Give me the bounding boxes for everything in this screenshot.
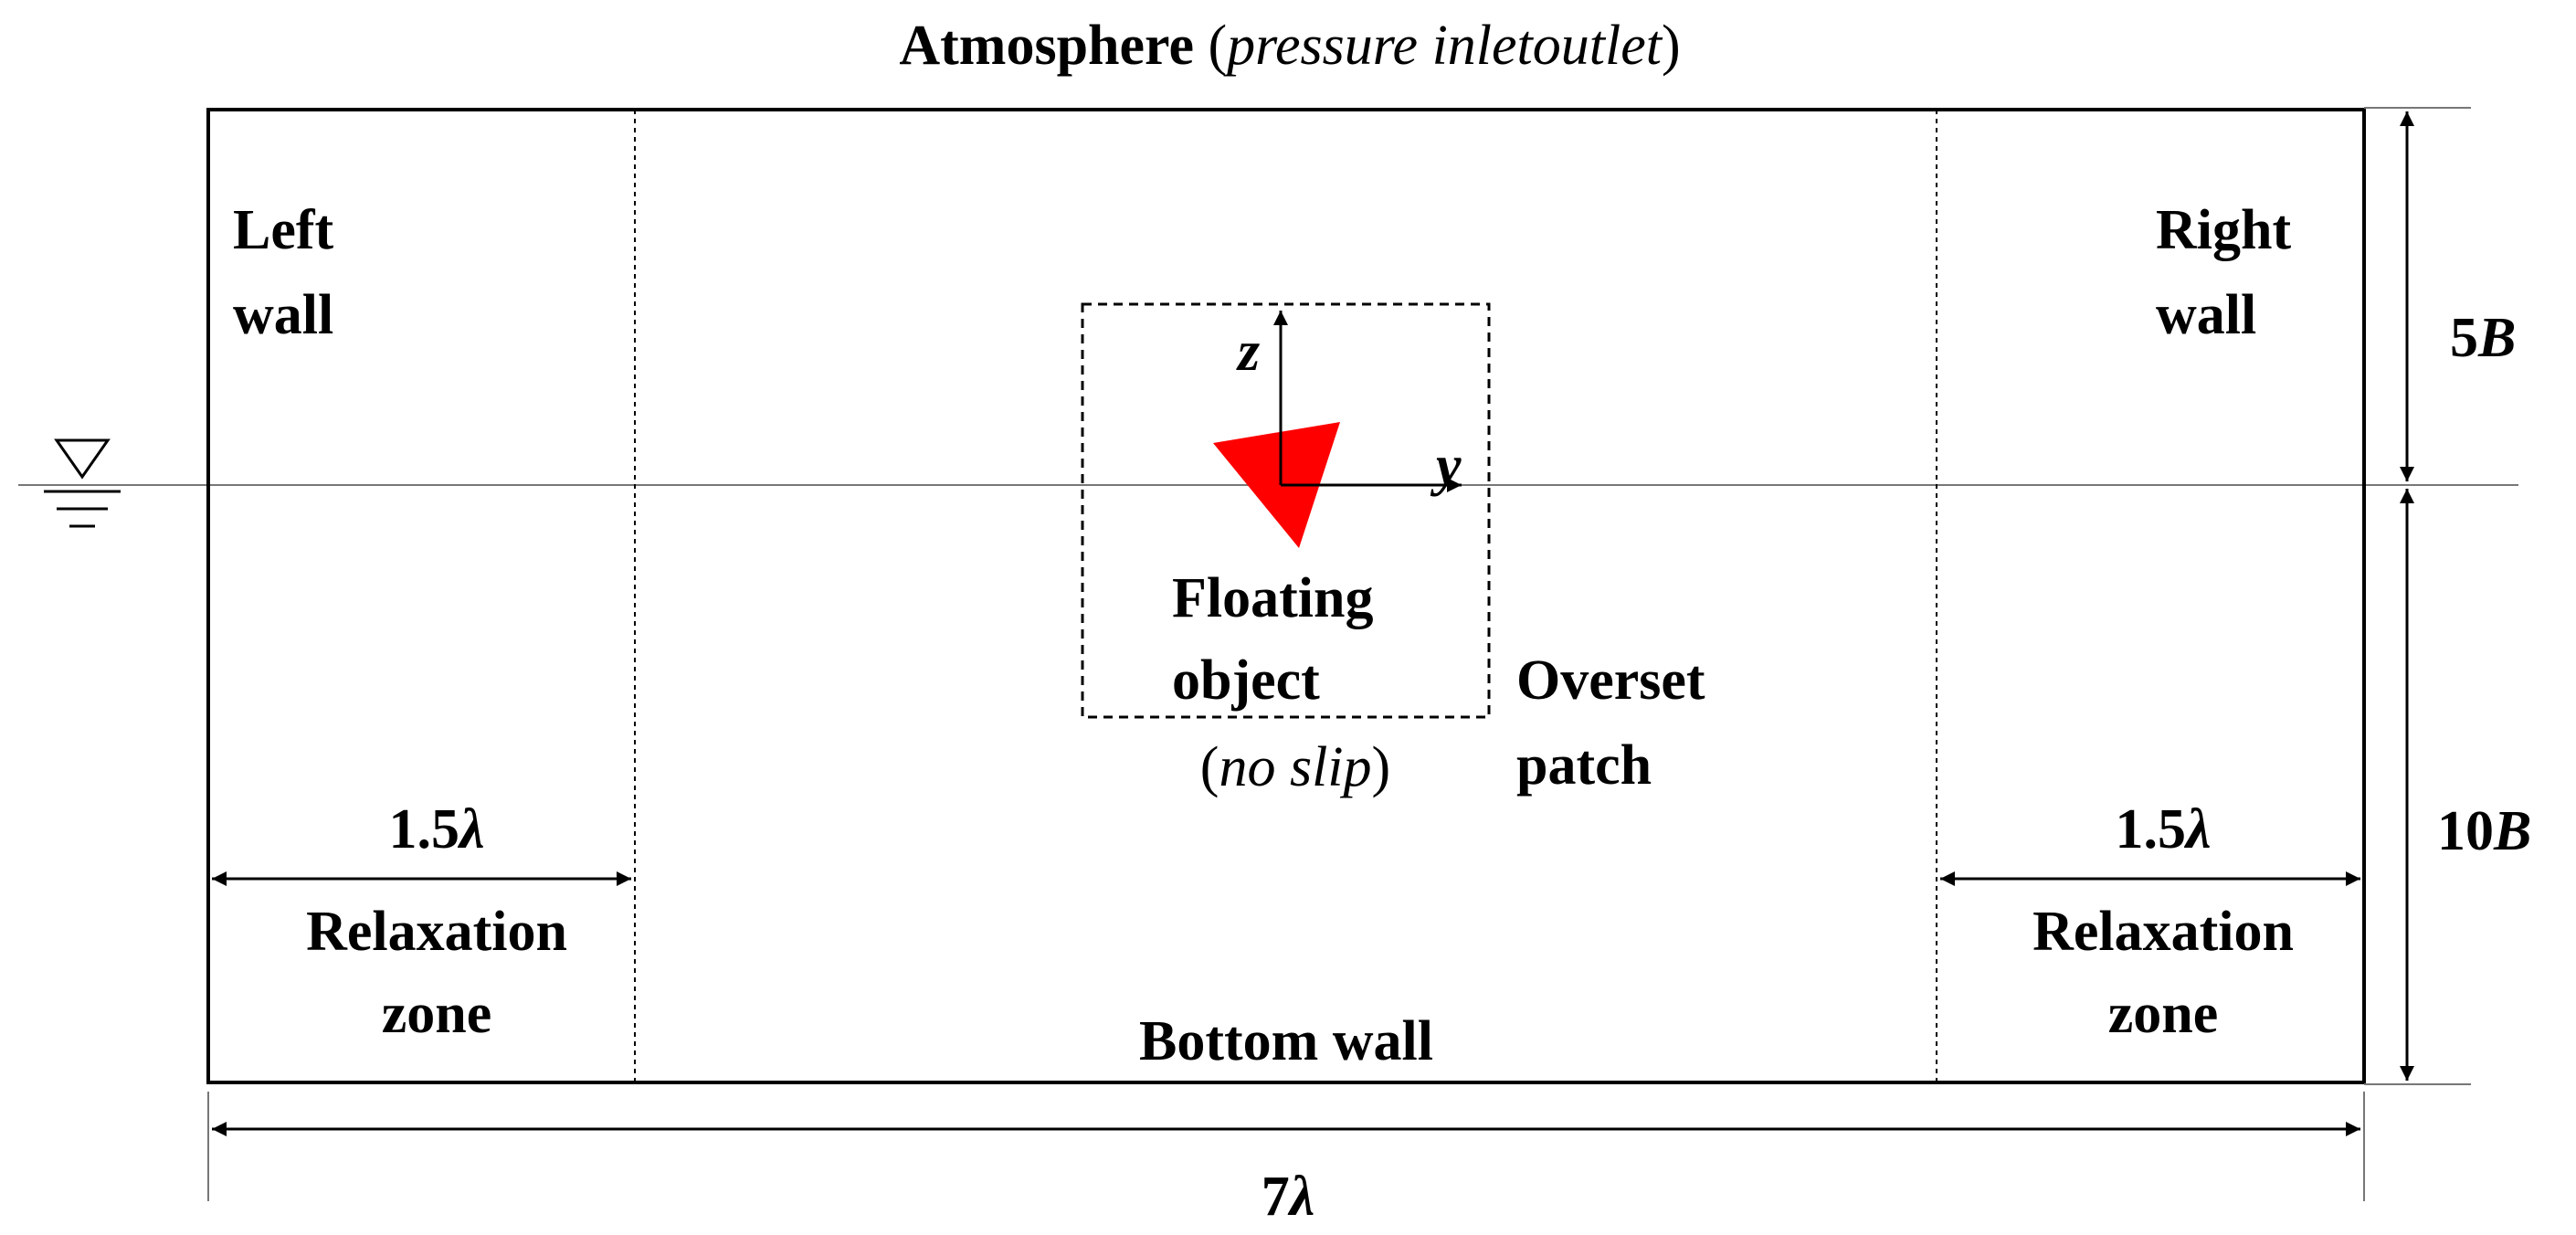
relax-left-label-2: zone	[382, 983, 492, 1045]
relax-right-dim-label: 1.5λ	[2115, 798, 2211, 860]
floating-object-label-2: object	[1172, 649, 1320, 712]
left-wall-label-2: wall	[233, 284, 333, 346]
overset-patch-label-2: patch	[1516, 734, 1652, 797]
floating-object-label: Floating	[1172, 567, 1373, 629]
computational-domain	[206, 108, 2366, 1084]
floating-object-triangle	[1213, 422, 1340, 548]
y-axis-label: y	[1430, 435, 1462, 497]
overset-patch-label: Overset	[1516, 649, 1705, 712]
right-wall-label-2: wall	[2156, 284, 2256, 346]
relax-left-dim-label: 1.5λ	[388, 798, 484, 860]
free-surface-symbol-icon	[44, 438, 121, 528]
left-wall-label: Left	[233, 199, 334, 261]
z-axis-label: z	[1236, 321, 1260, 383]
dim-10b-label: 10B	[2437, 800, 2531, 862]
relax-right-label: Relaxation	[2032, 901, 2294, 963]
no-slip-label: (no slip)	[1200, 736, 1390, 798]
title: Atmosphere (pressure inletoutlet)	[899, 15, 1680, 77]
relax-left-label: Relaxation	[306, 901, 567, 963]
dim-5b-label: 5B	[2450, 307, 2516, 369]
relax-right-label-2: zone	[2108, 983, 2219, 1045]
dim-width-label: 7λ	[1262, 1166, 1315, 1228]
bottom-wall-label: Bottom wall	[1139, 1010, 1433, 1072]
right-wall-label: Right	[2156, 199, 2291, 261]
overset-patch-box	[1081, 302, 1491, 719]
